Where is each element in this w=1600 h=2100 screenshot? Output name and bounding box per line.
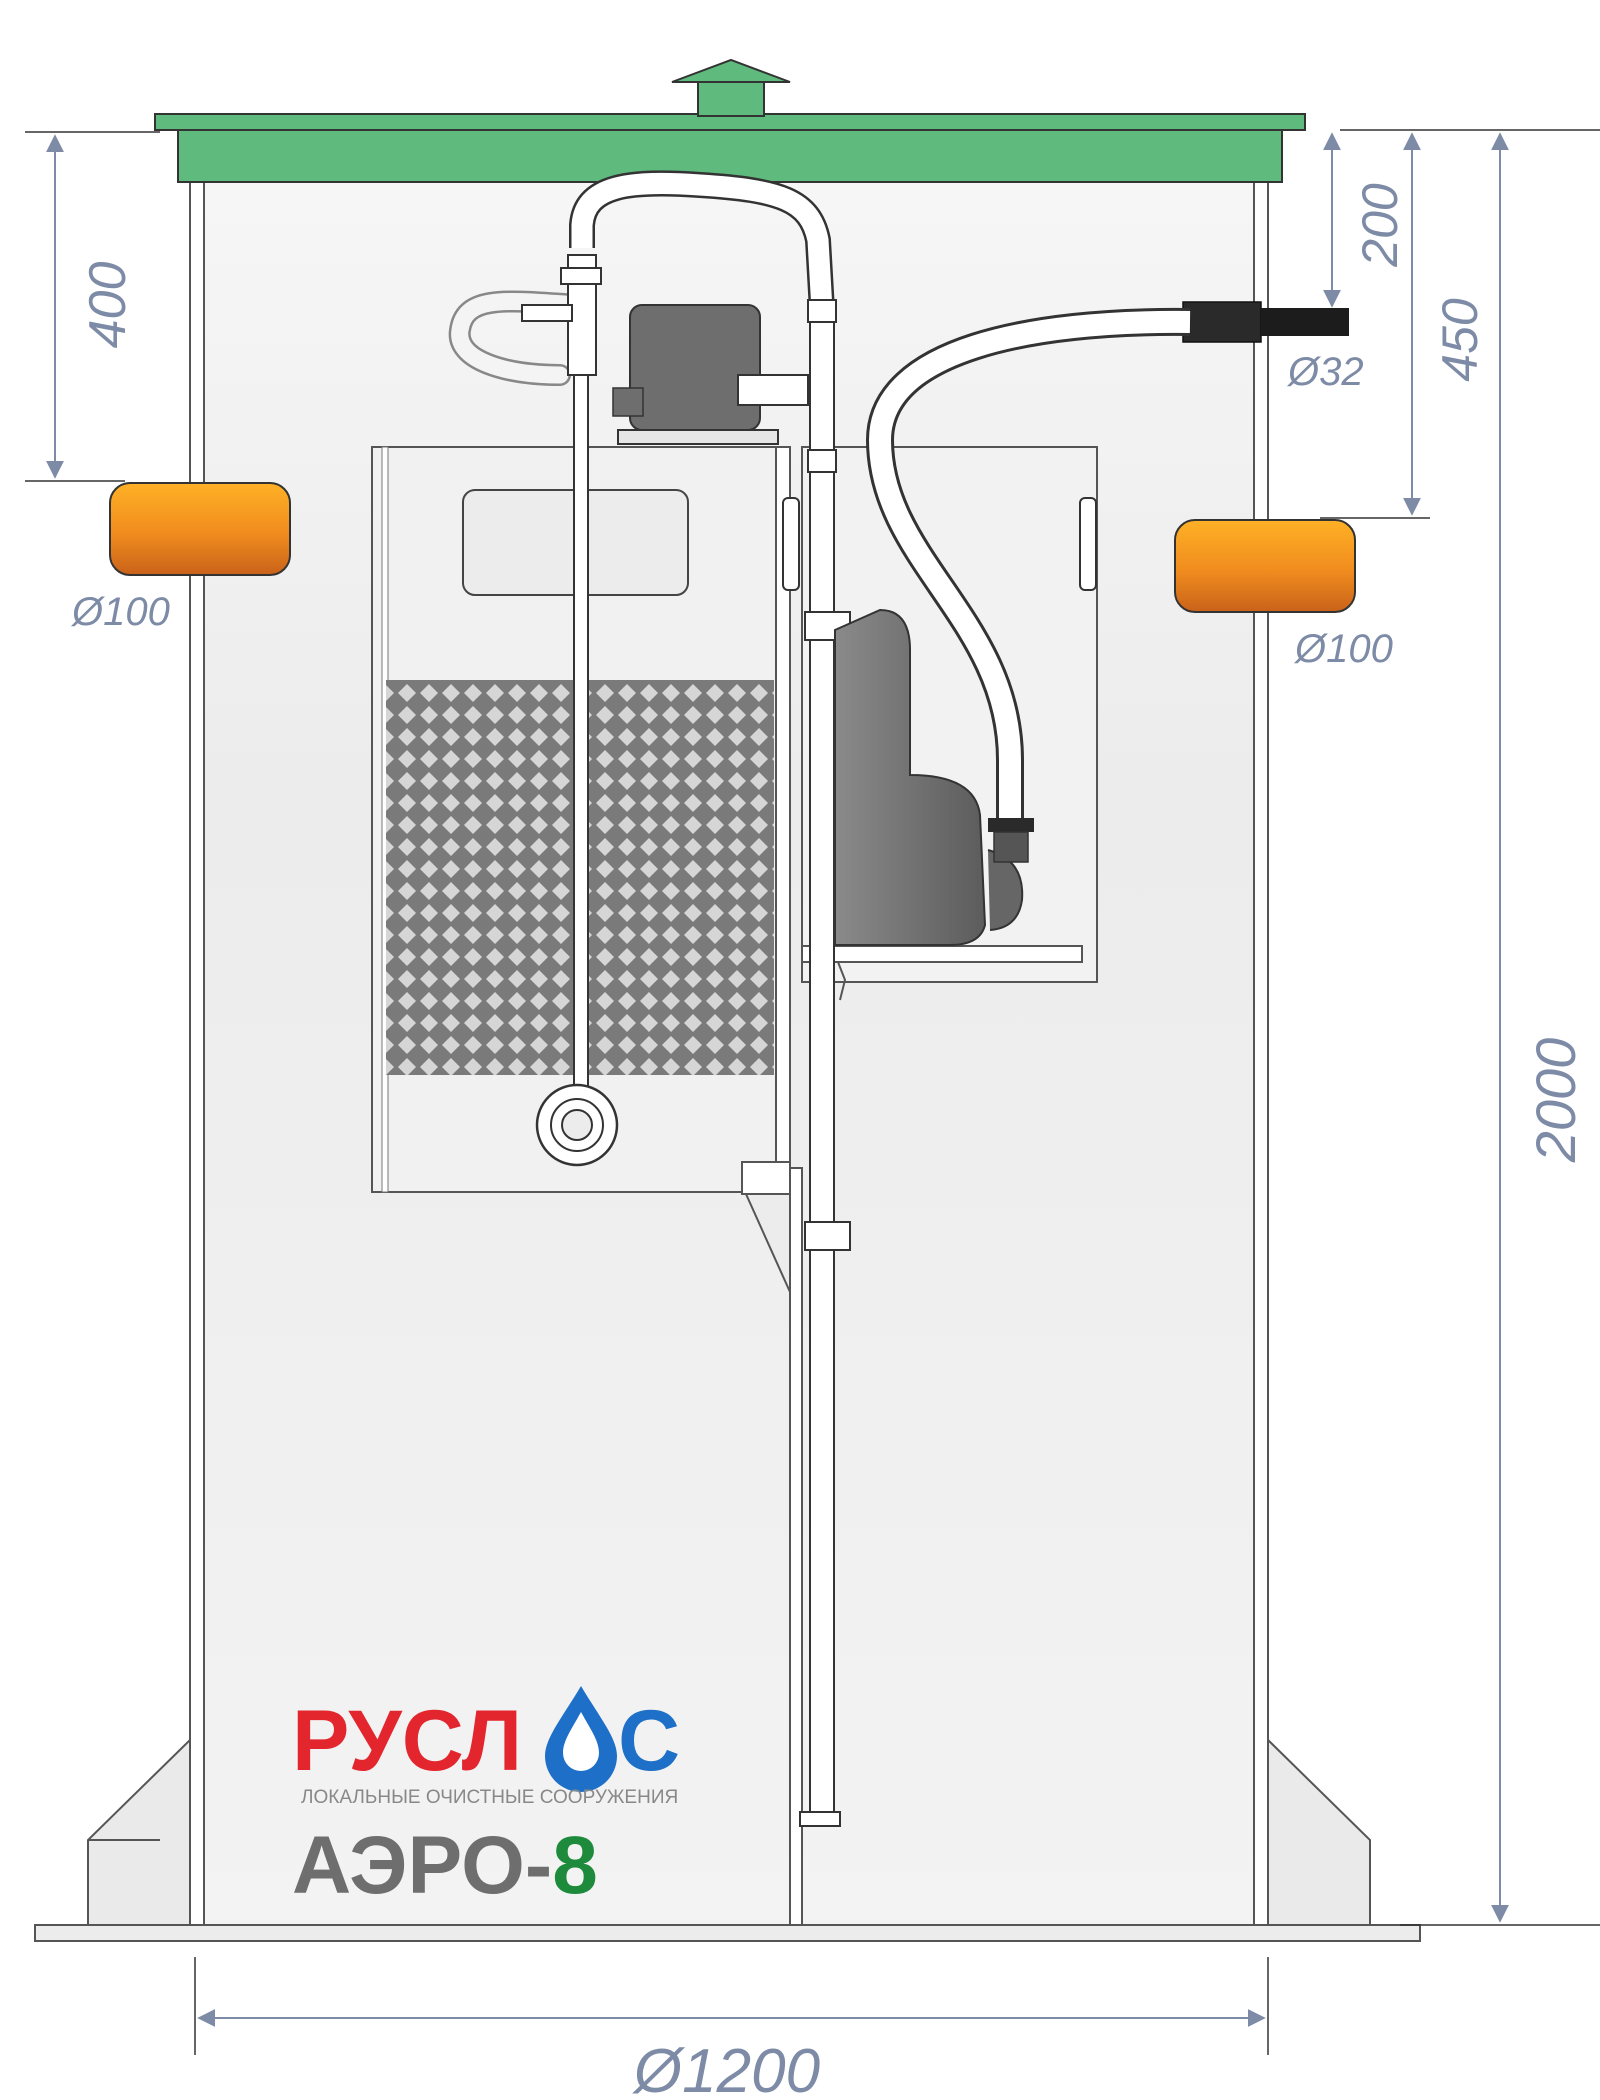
- lid-body: [177, 129, 1283, 183]
- dim-tank-diameter: Ø1200: [632, 2037, 820, 2100]
- discharge-hose: [865, 307, 1191, 863]
- compressor: [612, 304, 809, 445]
- brand-logo: РУСЛ С ЛОКАЛЬНЫЕ ОЧИСТНЫЕ СООРУЖЕНИЯ АЭР…: [292, 1686, 680, 1911]
- dim-2000: 2000: [1524, 1038, 1587, 1164]
- dim-200: 200: [1352, 183, 1408, 268]
- submersible-pump: [834, 608, 1024, 946]
- chamber-bracket: [744, 1193, 791, 1293]
- brand-name-part1: РУСЛ: [292, 1693, 522, 1789]
- tank-wall-left: [189, 179, 205, 1926]
- brand-tagline: ЛОКАЛЬНЫЕ ОЧИСТНЫЕ СООРУЖЕНИЯ: [301, 1787, 678, 1808]
- support-fin-left: [87, 1737, 191, 1926]
- brand-name-part2: С: [618, 1693, 680, 1789]
- dimension-arrows: [46, 132, 1509, 2027]
- inlet-pipe: [109, 482, 291, 576]
- aerator-assembly: [448, 170, 835, 1167]
- model-prefix: АЭРО-: [292, 1820, 552, 1911]
- dim-inlet-diameter: Ø100: [70, 590, 170, 634]
- pump-shelf: [801, 945, 1083, 963]
- chamber-shelf: [741, 1161, 791, 1195]
- base-plate: [34, 1924, 1421, 1942]
- vent-cap: [671, 58, 791, 117]
- support-fin-right: [1267, 1737, 1371, 1926]
- lid: [154, 58, 1306, 183]
- dim-450: 450: [1432, 298, 1488, 382]
- airlift-pipe: [799, 299, 851, 1827]
- model-number: 8: [552, 1820, 598, 1911]
- model-name: АЭРО-8: [292, 1820, 598, 1911]
- dim-400: 400: [79, 262, 137, 349]
- dimension-lines: [25, 129, 1600, 2055]
- outlet-pipe: [1174, 519, 1356, 613]
- dim-air-outlet-diameter: Ø32: [1286, 350, 1364, 394]
- tank-wall-right: [1253, 179, 1269, 1926]
- air-outlet-pipe: [1182, 301, 1349, 343]
- dim-outlet-diameter: Ø100: [1293, 627, 1393, 671]
